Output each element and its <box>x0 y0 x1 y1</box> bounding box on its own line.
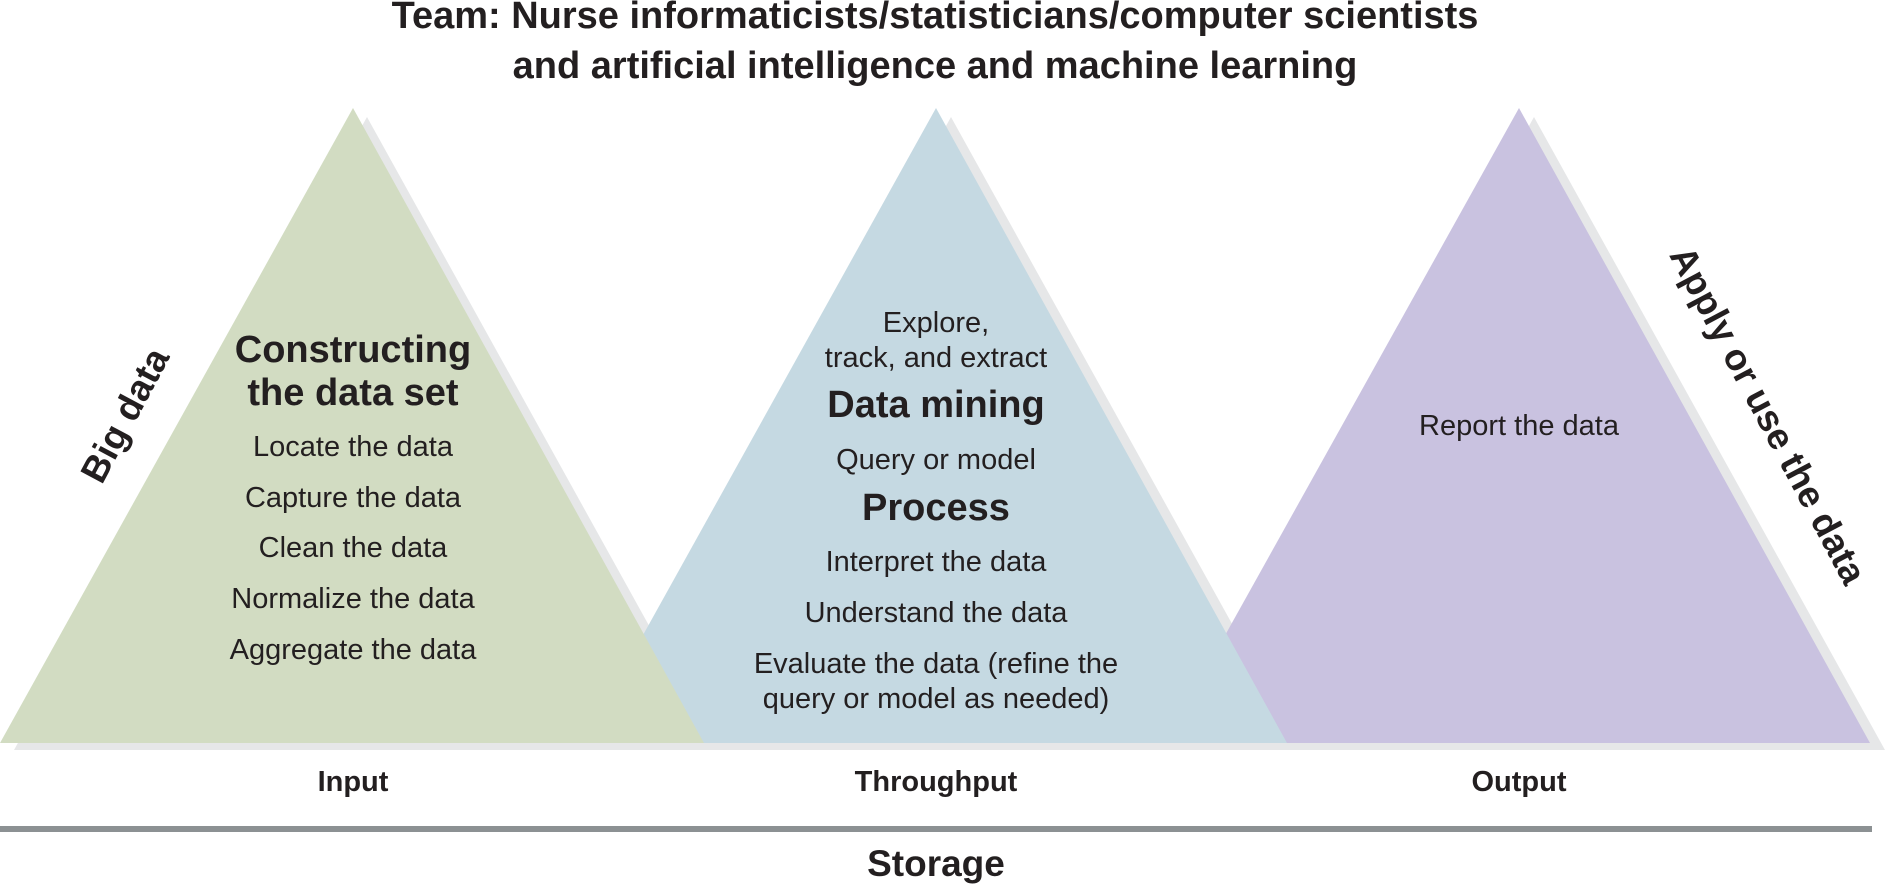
data-mining-heading: Data mining <box>827 384 1044 426</box>
input-heading-line-1: Constructing <box>235 329 471 371</box>
diagram-title-line-1: Team: Nurse informaticists/statisticians… <box>392 0 1479 37</box>
input-step: Capture the data <box>245 482 462 514</box>
throughput-step: Interpret the data <box>826 546 1048 578</box>
storage-divider <box>0 826 1872 832</box>
input-step: Clean the data <box>259 532 449 564</box>
input-stage-label: Input <box>318 766 389 798</box>
storage-label: Storage <box>867 843 1005 884</box>
evaluate-step-line-1: Evaluate the data (refine the <box>754 648 1118 680</box>
input-step: Aggregate the data <box>230 634 478 666</box>
process-heading: Process <box>862 487 1010 529</box>
diagram-title-line-2: and artificial intelligence and machine … <box>513 45 1358 87</box>
throughput-triangle <box>583 108 1287 743</box>
throughput-intro-line-1: Explore, <box>883 307 989 339</box>
throughput-intro-line-2: track, and extract <box>825 342 1047 374</box>
throughput-stage-label: Throughput <box>855 766 1018 798</box>
throughput-step: Understand the data <box>805 597 1069 629</box>
output-stage-label: Output <box>1471 766 1566 798</box>
input-step: Normalize the data <box>231 583 475 615</box>
input-heading-line-2: the data set <box>247 372 459 414</box>
output-triangle <box>1165 108 1870 743</box>
query-or-model-step: Query or model <box>836 444 1036 476</box>
evaluate-step-line-2: query or model as needed) <box>763 683 1110 715</box>
input-triangle <box>0 108 704 743</box>
output-step: Report the data <box>1419 410 1620 442</box>
input-step: Locate the data <box>253 431 454 463</box>
